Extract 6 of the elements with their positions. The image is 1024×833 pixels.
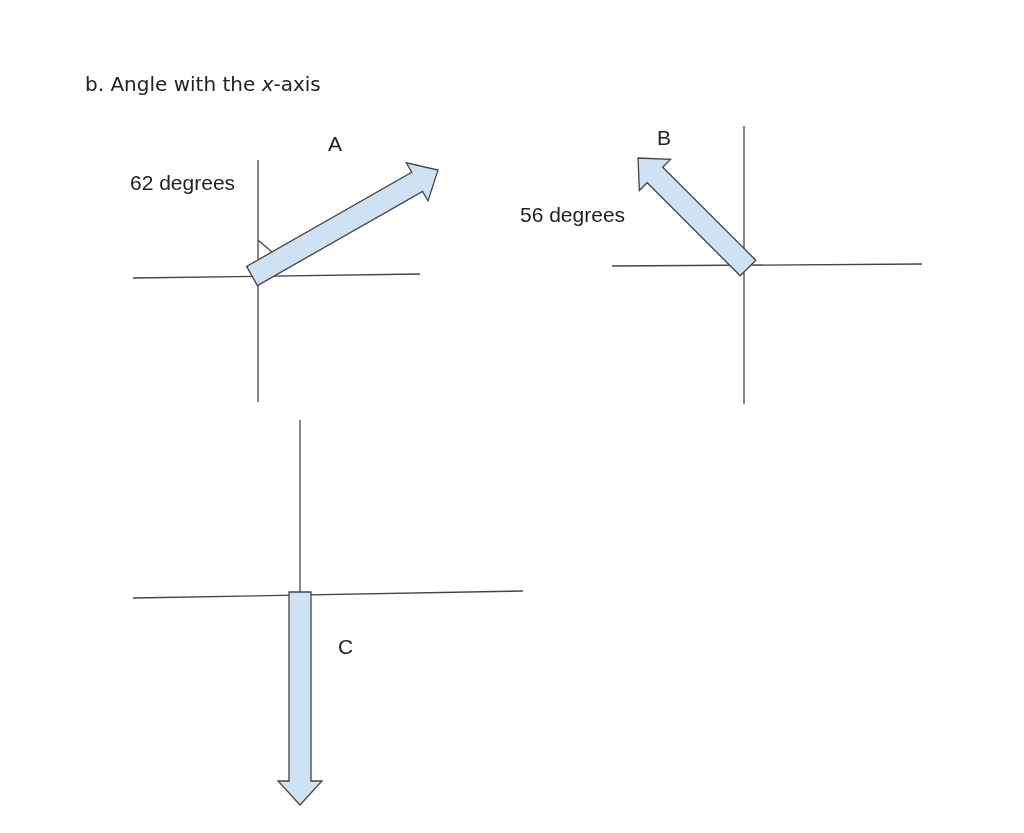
angle-label: 62 degrees <box>130 172 236 193</box>
vector-label: C <box>338 636 354 657</box>
vector-label: B <box>657 127 671 148</box>
vector-label: A <box>328 133 342 154</box>
heading: b. Angle with the x-axis <box>85 72 321 96</box>
angle-label: 56 degrees <box>520 204 626 225</box>
